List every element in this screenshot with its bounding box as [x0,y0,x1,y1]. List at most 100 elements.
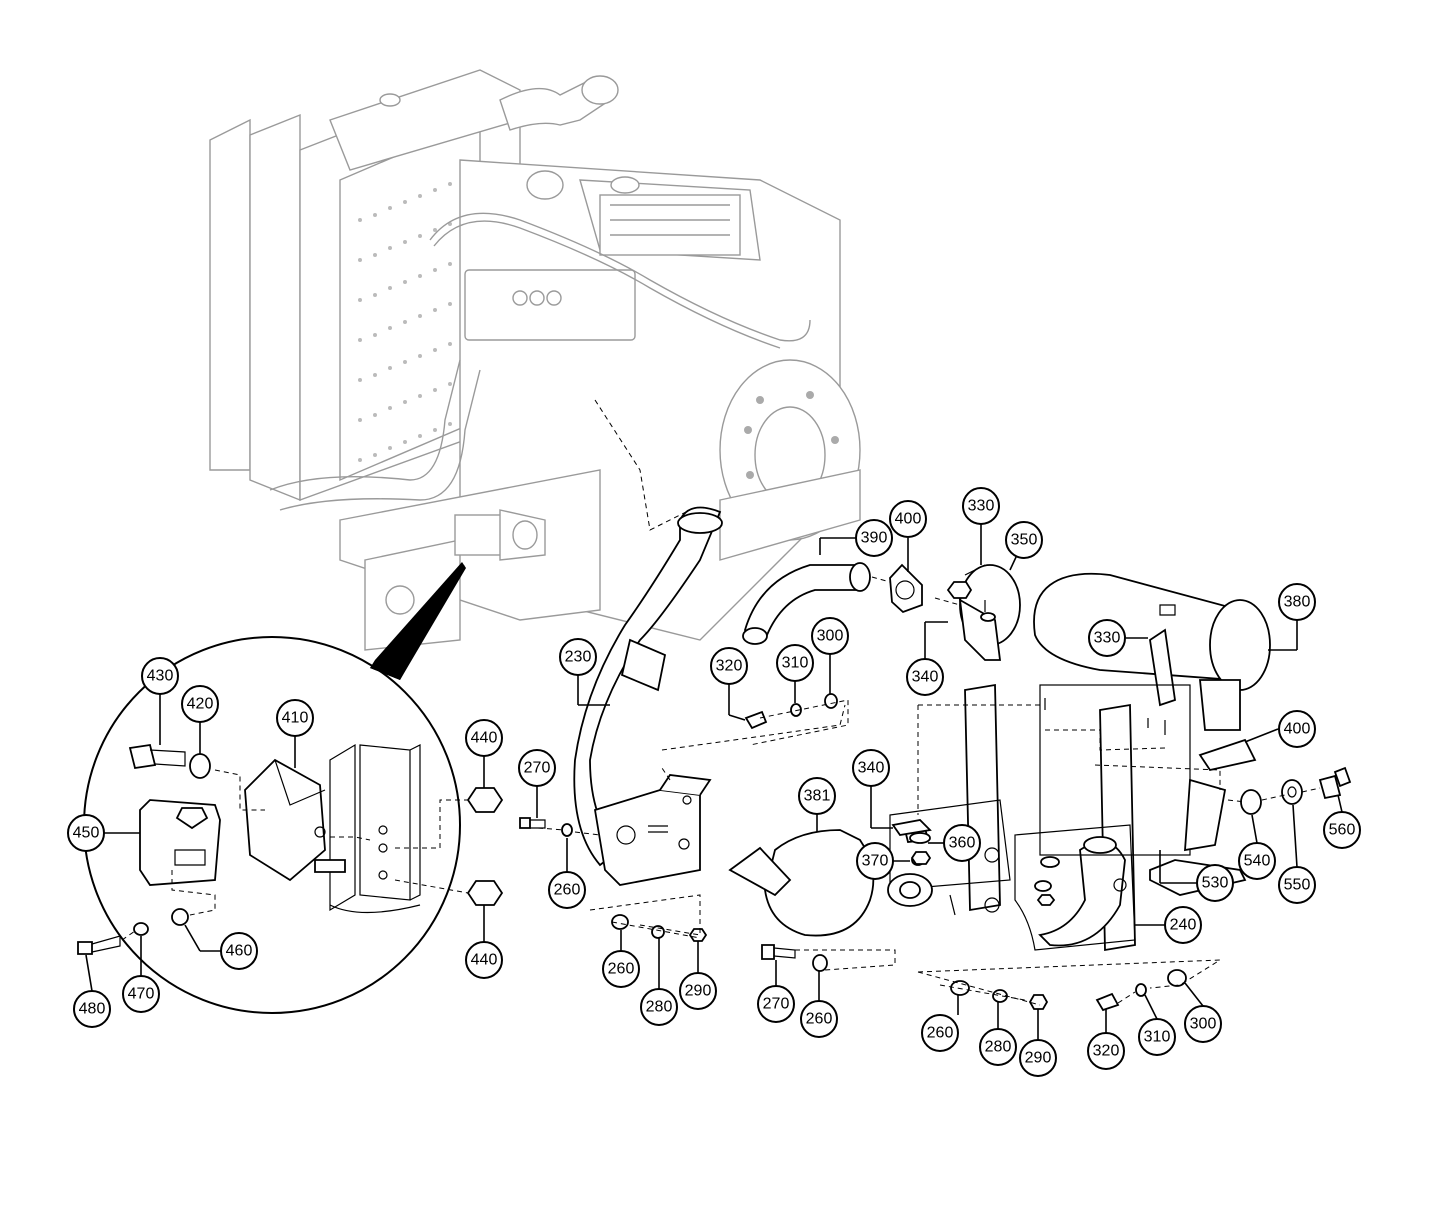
callout-420: 420 [181,685,219,723]
svg-text:310: 310 [1144,1029,1171,1046]
callout-350: 350 [1005,521,1043,559]
clamp-330-350 [946,564,1021,661]
callout-540: 540 [1238,842,1276,880]
small-hardware [611,693,1352,1012]
converter-381 [728,827,933,937]
svg-text:290: 290 [1025,1050,1052,1067]
svg-text:400: 400 [1284,721,1311,738]
callout-370: 370 [856,842,894,880]
muffler-380 [1033,572,1271,731]
svg-text:280: 280 [646,999,673,1016]
clamp-400-top [889,563,923,614]
svg-text:340: 340 [858,760,885,777]
svg-text:380: 380 [1284,594,1311,611]
callout-310: 310 [1138,1018,1176,1056]
callout-381: 381 [798,777,836,815]
callout-260: 260 [921,1014,959,1052]
engine-illustration [209,69,861,651]
callout-550: 550 [1278,866,1316,904]
svg-text:360: 360 [949,835,976,852]
callout-310: 310 [776,644,814,682]
callout-400: 400 [1278,710,1316,748]
svg-text:290: 290 [685,983,712,1000]
svg-text:310: 310 [782,655,809,672]
svg-text:260: 260 [927,1025,954,1042]
callout-390: 390 [855,519,893,557]
svg-text:420: 420 [187,696,214,713]
svg-text:550: 550 [1284,877,1311,894]
callout-470: 470 [122,975,160,1013]
leader-lines [85,524,1343,1040]
callout-400: 400 [889,500,927,538]
svg-text:350: 350 [1011,532,1038,549]
callouts: 400 330 390 350 380 330 340 230 320 310 … [67,487,1361,1077]
callout-410: 410 [276,699,314,737]
svg-text:480: 480 [79,1001,106,1018]
callout-280: 280 [979,1028,1017,1066]
callout-450: 450 [67,814,105,852]
callout-290: 290 [679,972,717,1010]
callout-430: 430 [141,657,179,695]
callout-530: 530 [1196,864,1234,902]
svg-text:470: 470 [128,986,155,1003]
svg-text:270: 270 [763,996,790,1013]
svg-text:330: 330 [968,498,995,515]
svg-text:450: 450 [73,825,100,842]
callout-330: 330 [1088,619,1126,657]
callout-260: 260 [548,871,586,909]
svg-text:280: 280 [985,1039,1012,1056]
tailpipe-390 [742,562,871,645]
svg-text:400: 400 [895,511,922,528]
callout-320: 320 [710,647,748,685]
callout-300: 300 [811,617,849,655]
exhaust-pipe-230 [573,506,723,867]
callout-290: 290 [1019,1039,1057,1077]
callout-340: 340 [906,658,944,696]
svg-text:330: 330 [1094,630,1121,647]
svg-text:300: 300 [817,628,844,645]
svg-text:340: 340 [912,669,939,686]
callout-270: 270 [518,749,556,787]
callout-340: 340 [852,749,890,787]
detail-view-circle [77,562,504,1014]
bracket-left [519,774,712,886]
svg-text:260: 260 [806,1011,833,1028]
svg-text:430: 430 [147,668,174,685]
callout-440: 440 [465,941,503,979]
callout-320: 320 [1087,1032,1125,1070]
callout-330: 330 [962,487,1000,525]
svg-text:320: 320 [716,658,743,675]
svg-text:440: 440 [471,730,498,747]
svg-text:530: 530 [1202,875,1229,892]
svg-text:230: 230 [565,649,592,666]
svg-text:460: 460 [226,943,253,960]
svg-text:240: 240 [1170,917,1197,934]
callout-270: 270 [757,985,795,1023]
svg-text:540: 540 [1244,853,1271,870]
callout-280: 280 [640,988,678,1026]
callout-480: 480 [73,990,111,1028]
callout-260: 260 [602,950,640,988]
callout-360: 360 [943,824,981,862]
svg-text:410: 410 [282,710,309,727]
callout-560: 560 [1323,811,1361,849]
callout-440: 440 [465,719,503,757]
callout-380: 380 [1278,583,1316,621]
svg-text:260: 260 [608,961,635,978]
svg-text:560: 560 [1329,822,1356,839]
svg-text:260: 260 [554,882,581,899]
svg-text:440: 440 [471,952,498,969]
svg-text:270: 270 [524,760,551,777]
svg-text:381: 381 [804,788,831,805]
callout-240: 240 [1164,906,1202,944]
dashed-alignment-lines [537,576,1321,1006]
svg-text:320: 320 [1093,1043,1120,1060]
callout-260: 260 [800,1000,838,1038]
svg-text:370: 370 [862,853,889,870]
callout-230: 230 [559,638,597,676]
callout-300: 300 [1184,1005,1222,1043]
svg-text:300: 300 [1190,1016,1217,1033]
svg-text:390: 390 [861,530,888,547]
